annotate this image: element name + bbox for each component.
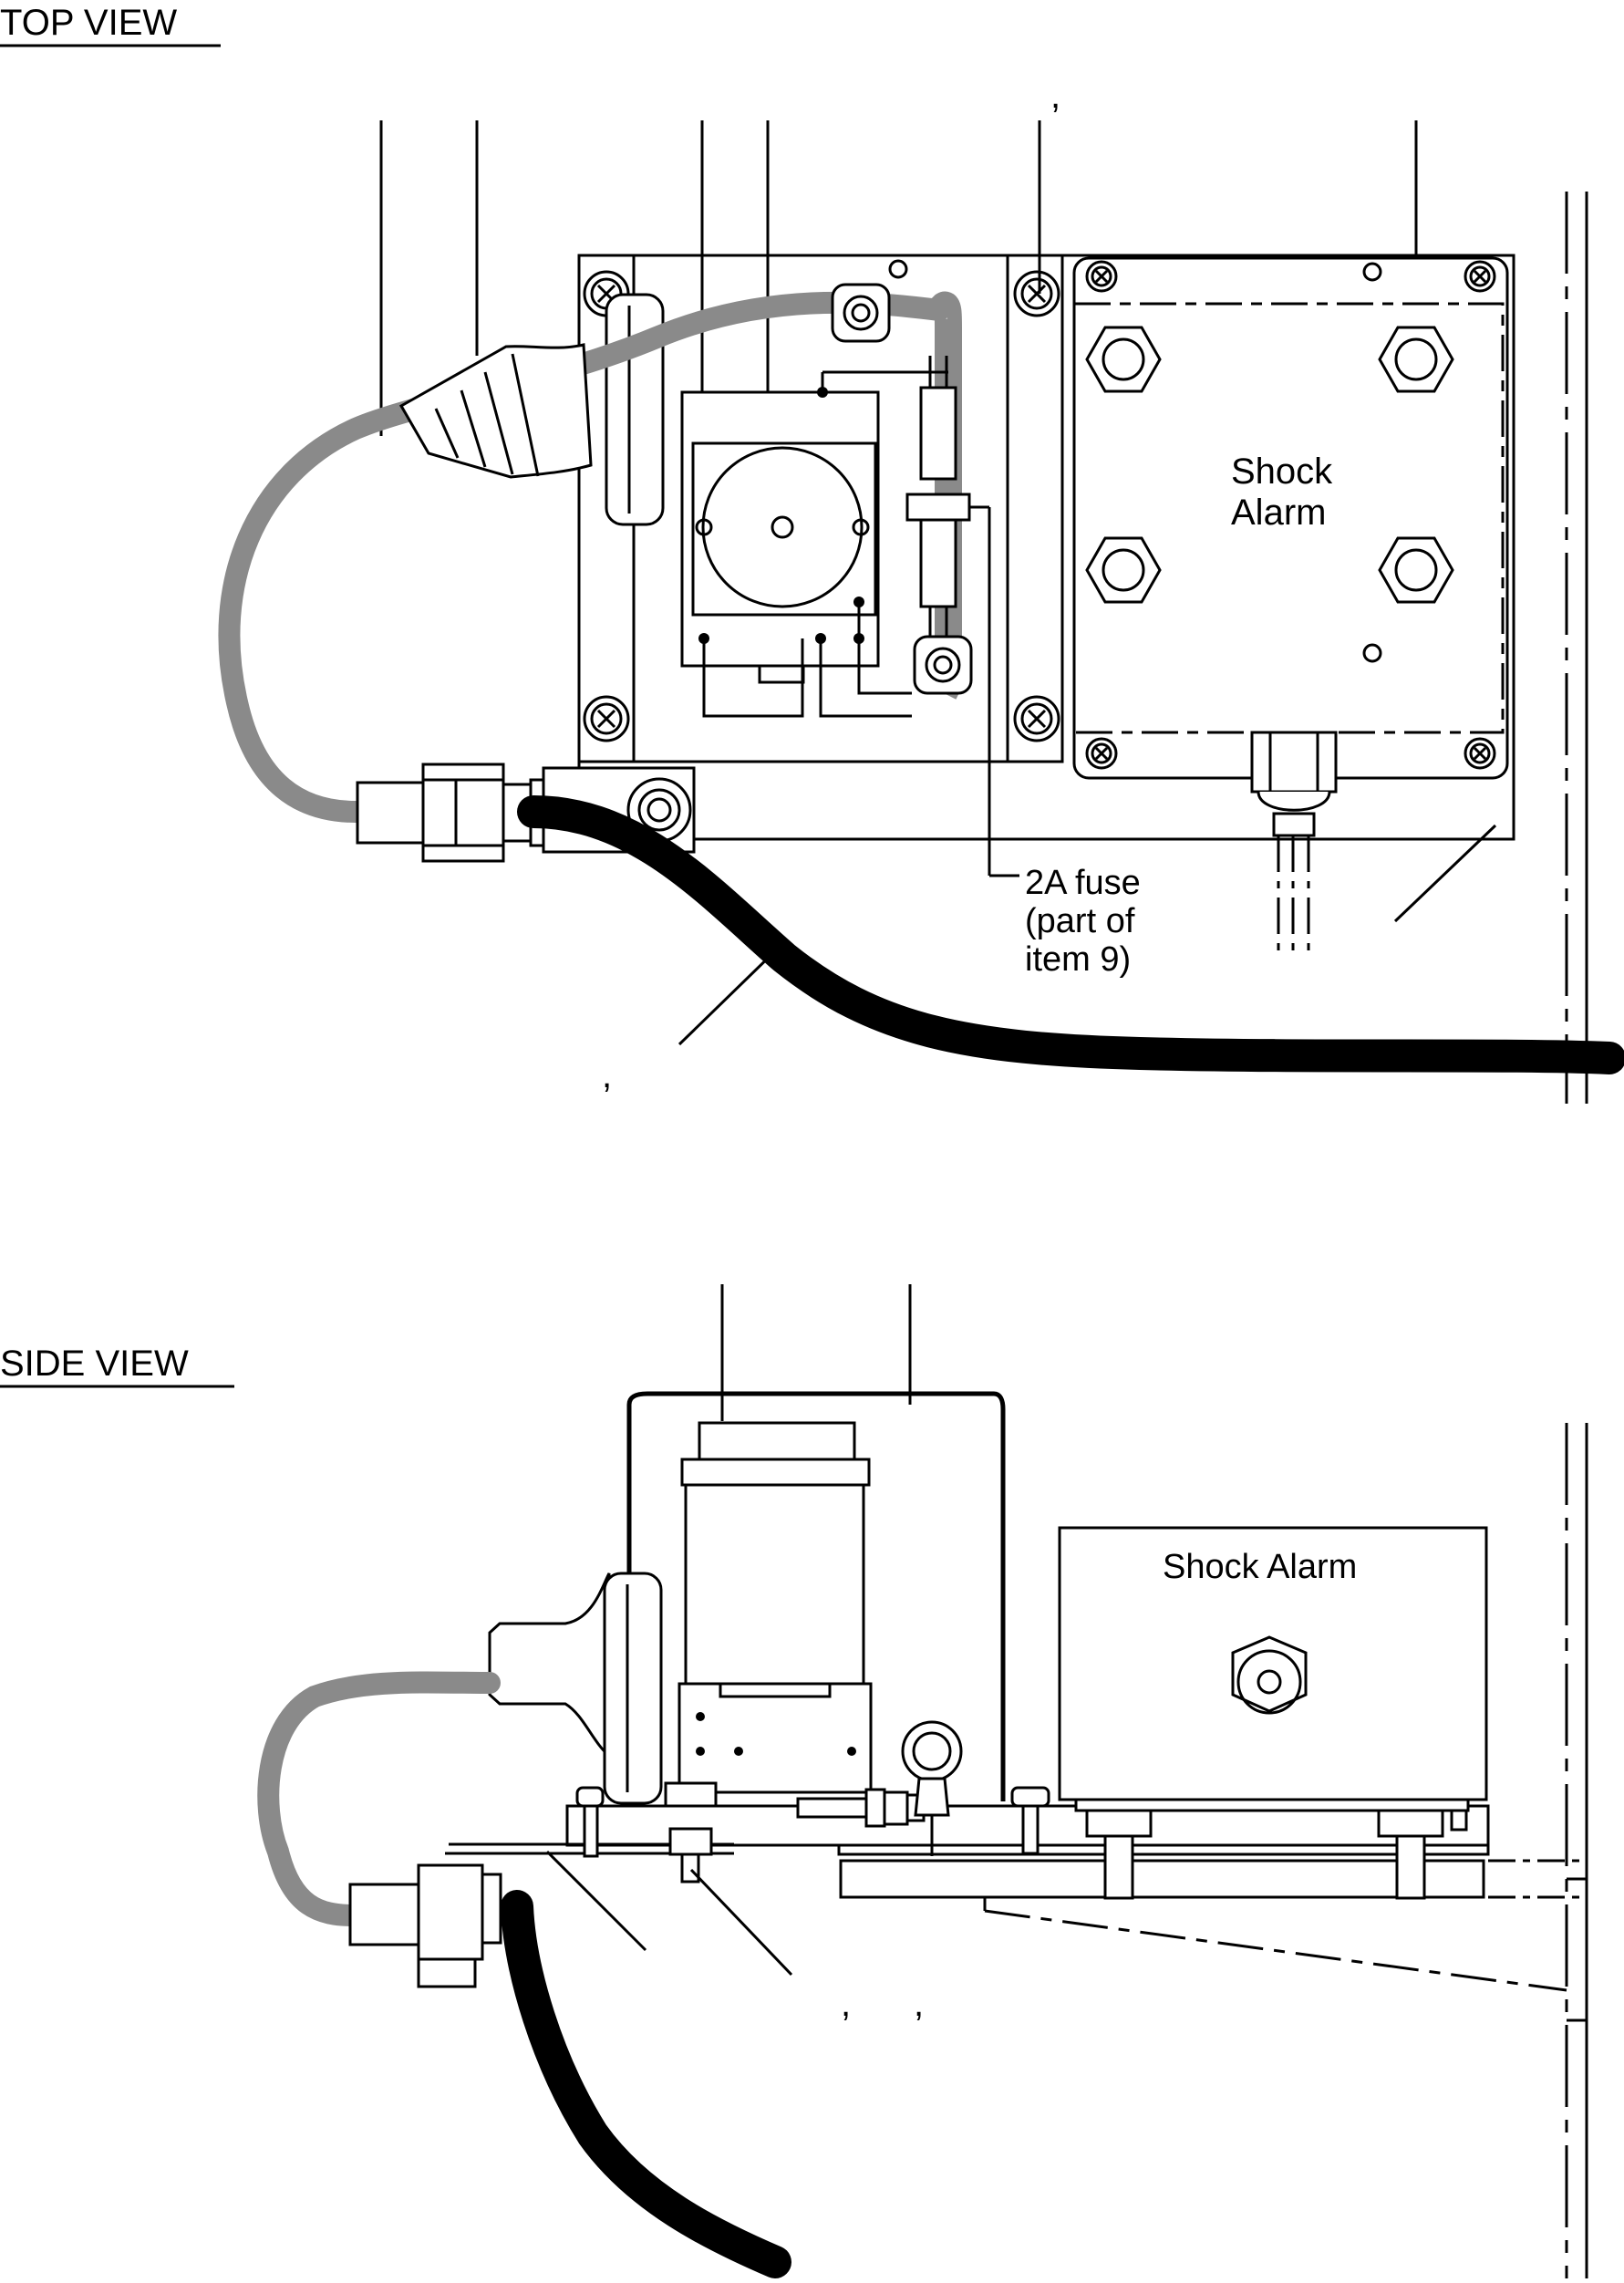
fuse-callout — [969, 505, 1019, 877]
grey-sensor-cable — [218, 291, 950, 823]
shock-alarm-side-feet — [1074, 1798, 1470, 1900]
side-callout-leaders — [545, 1850, 793, 1977]
shock-alarm-drain-lines — [1277, 835, 1310, 958]
stray-comma-left: , — [841, 1984, 851, 2024]
shock-alarm-hex-bolts — [1085, 326, 1454, 604]
shock-alarm-side-bolt — [1231, 1635, 1308, 1715]
wall-dashed-lines — [1565, 192, 1588, 1104]
fuse-label-line2: (part of — [1025, 902, 1135, 940]
strain-relief-boot — [398, 343, 593, 479]
base-plate-leader — [1393, 824, 1497, 923]
shock-alarm-fitting — [1250, 731, 1338, 837]
shock-alarm-side-label: Shock Alarm — [1163, 1548, 1357, 1586]
relay-enclosure — [626, 1391, 1006, 1801]
stray-comma-right: , — [914, 1984, 924, 2024]
black-power-cable — [517, 795, 1624, 1074]
side-view: SIDE VIEW — [0, 1284, 1588, 2278]
grey-cable-side — [257, 1671, 501, 1926]
relay-module — [680, 370, 912, 684]
grey-cable-bend — [929, 291, 962, 700]
cable-clamps — [831, 283, 973, 695]
side-mount-bracket — [983, 1859, 1587, 2022]
shock-alarm-corner-screws — [1085, 260, 1496, 770]
side-wall — [1565, 1423, 1588, 2278]
fuse-label-line1: 2A fuse — [1025, 864, 1141, 902]
cable-leader — [678, 942, 784, 1046]
stray-comma-upper: , — [1050, 76, 1060, 116]
shock-alarm-label-line1: Shock — [1231, 451, 1333, 492]
side-fuse-fitting — [796, 1720, 963, 1856]
side-grommet — [488, 1572, 663, 1805]
side-leader-lines — [720, 1284, 912, 1421]
black-cable-side — [501, 1890, 791, 2278]
relay-body-dots — [696, 1712, 856, 1756]
cable-connector-side — [348, 1863, 502, 1988]
shock-alarm-label-line2: Alarm — [1231, 493, 1326, 533]
top-view-title: TOP VIEW — [0, 3, 177, 43]
fuse-label-line3: item 9) — [1025, 940, 1131, 979]
relay-wiring — [702, 370, 948, 718]
relay-terminals — [698, 387, 864, 644]
right-mounting-plate — [1006, 254, 1064, 763]
stray-comma-lower: , — [602, 1055, 612, 1095]
relay-body-side — [678, 1421, 873, 1794]
side-view-title: SIDE VIEW — [0, 1344, 189, 1384]
top-view: TOP VIEW , — [0, 3, 1624, 1104]
